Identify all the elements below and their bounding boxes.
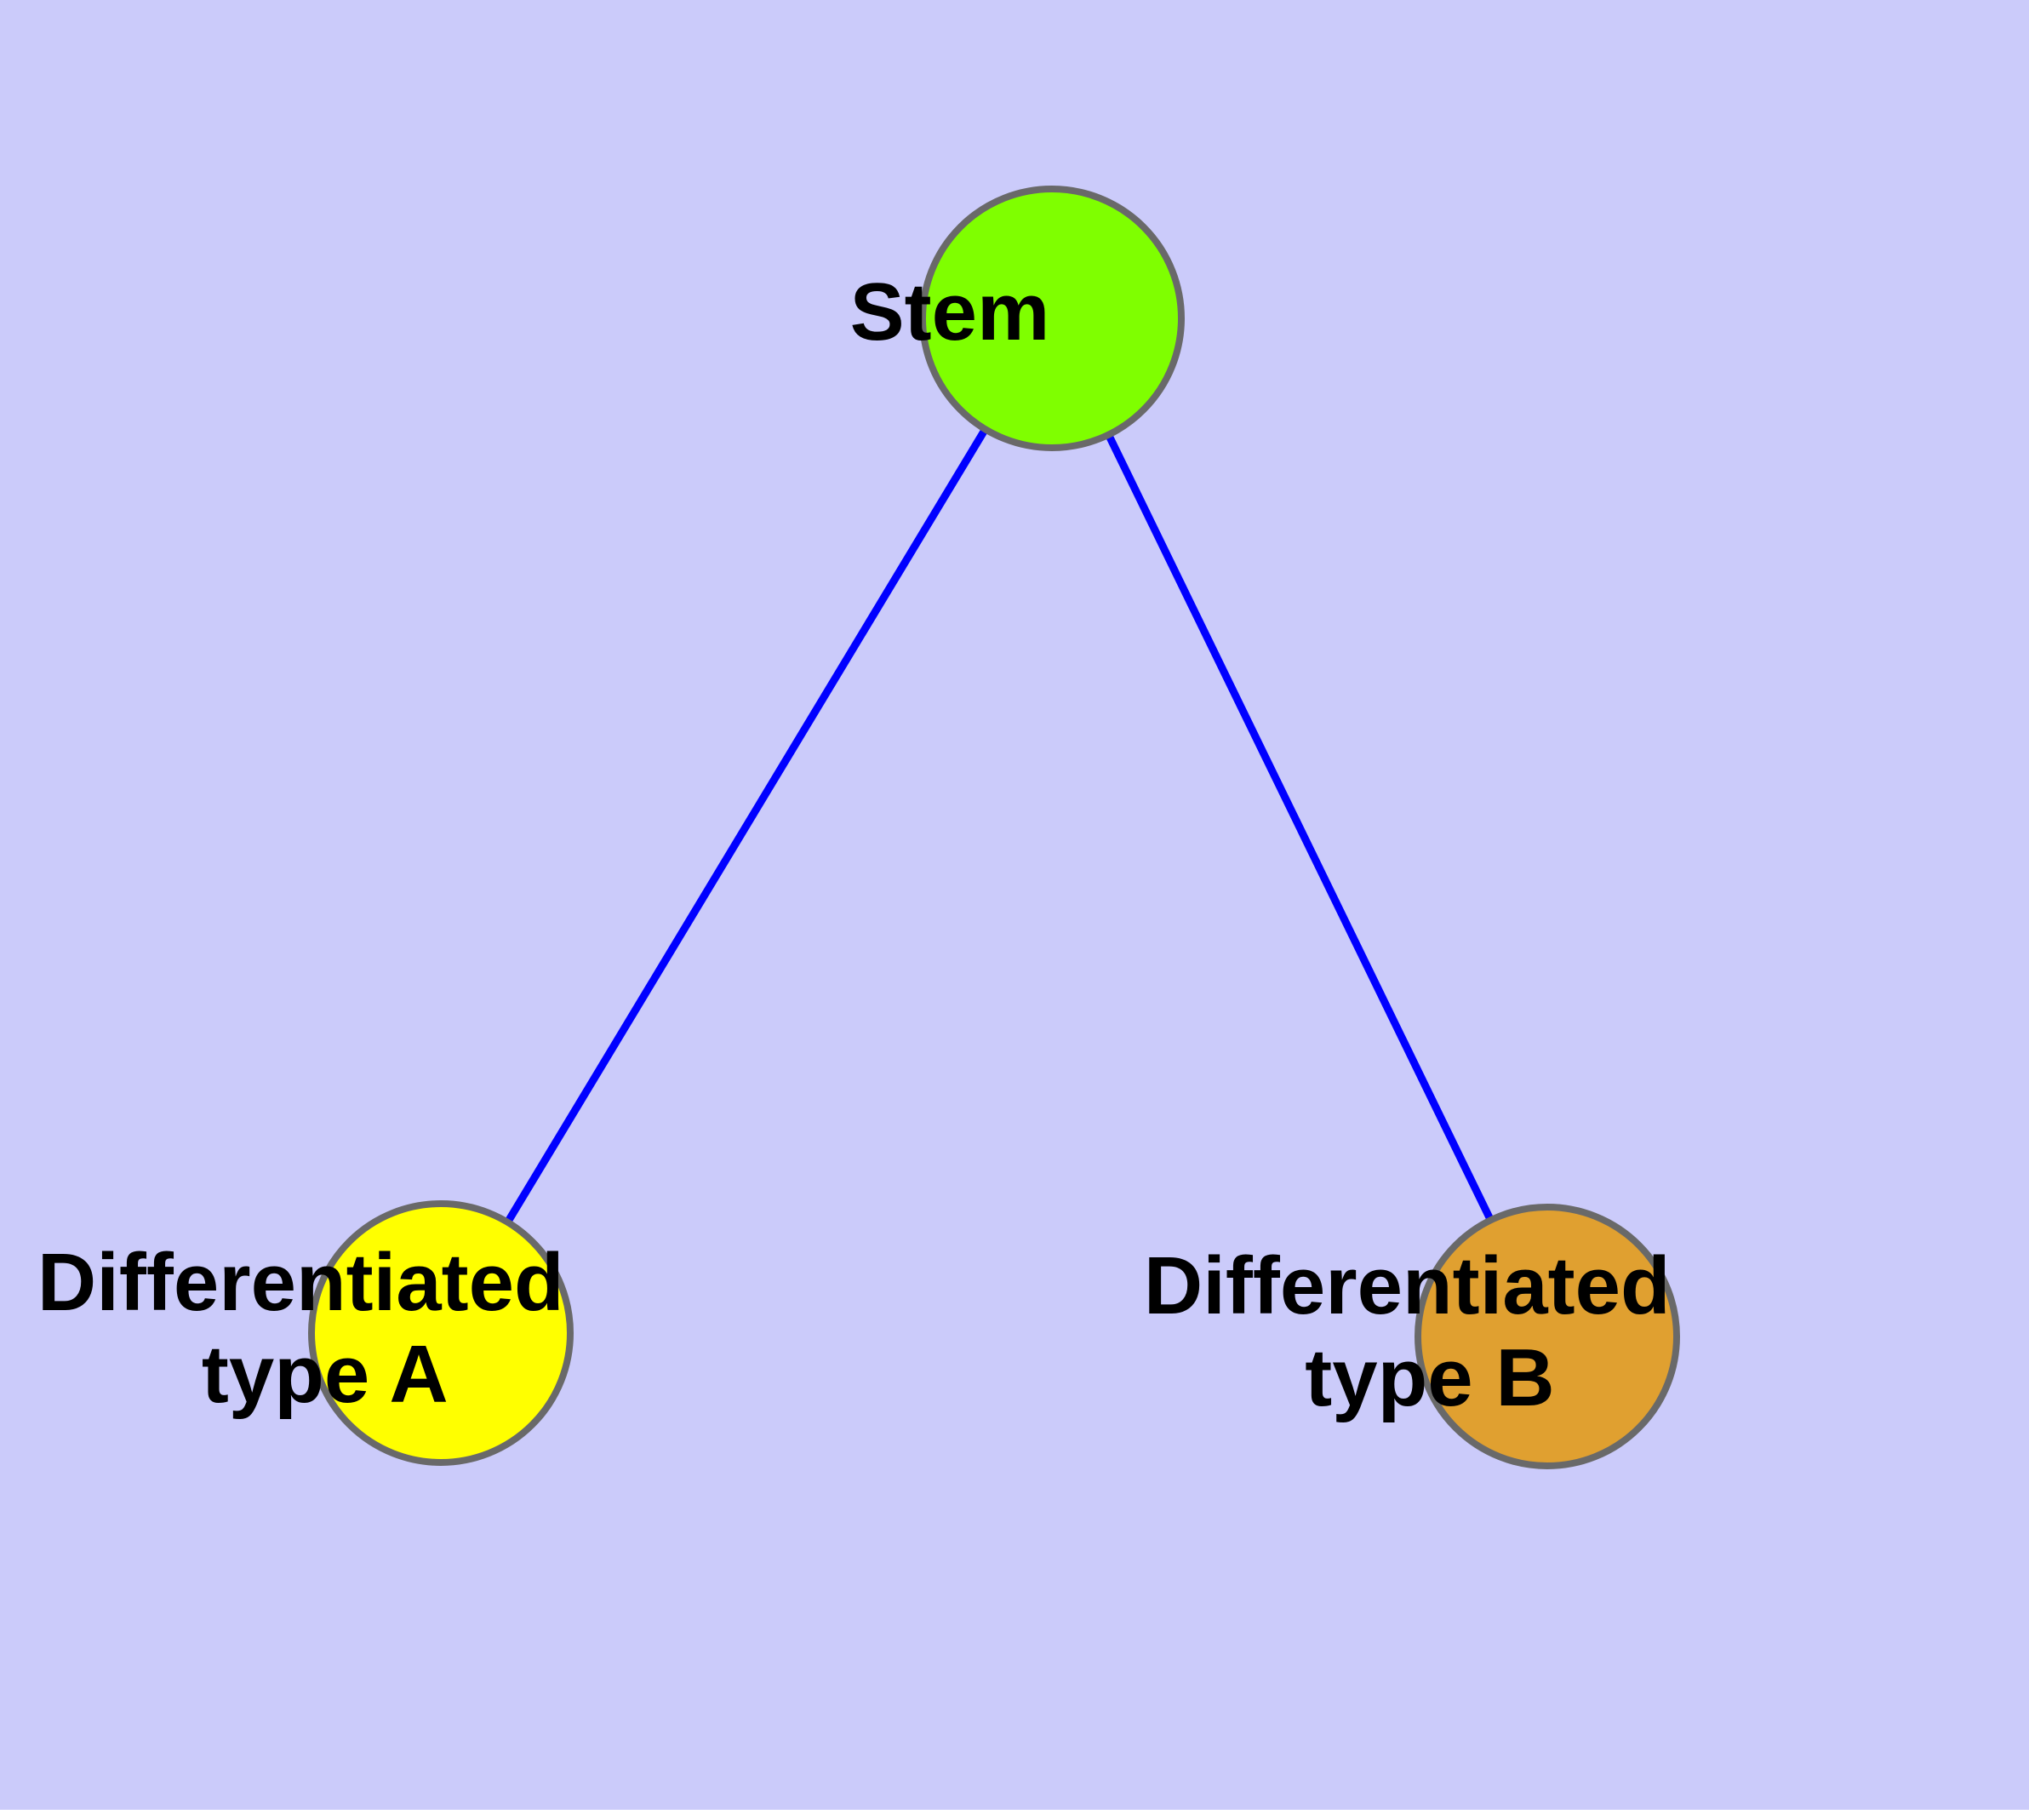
node-differentiated-type-b-label-line-1: type B bbox=[1305, 1332, 1554, 1423]
node-differentiated-type-a-label-line-0: Differentiated bbox=[37, 1237, 564, 1328]
edge-layer bbox=[437, 316, 1552, 1338]
node-differentiated-type-b[interactable]: Differentiated type B bbox=[1144, 1204, 1920, 1469]
node-layer: Stem Differentiated type A Differentiate… bbox=[37, 186, 1920, 1469]
node-differentiated-type-b-label: Differentiated type B bbox=[1144, 1240, 1920, 1423]
edge-stem-to-differentiated-type-a[interactable] bbox=[437, 316, 1055, 1336]
node-differentiated-type-b-circle[interactable] bbox=[1415, 1204, 1680, 1469]
edge-stem-to-differentiated-type-b[interactable] bbox=[1048, 317, 1552, 1338]
node-stem[interactable]: Stem bbox=[850, 186, 1255, 451]
node-stem-circle[interactable] bbox=[919, 186, 1185, 451]
node-differentiated-type-b-label-line-0: Differentiated bbox=[1144, 1240, 1671, 1331]
node-stem-label-line-0: Stem bbox=[850, 266, 1050, 358]
node-stem-label: Stem bbox=[850, 266, 1255, 358]
node-differentiated-type-a-label-line-1: type A bbox=[202, 1329, 447, 1420]
node-differentiated-type-a-label: Differentiated type A bbox=[37, 1237, 814, 1420]
node-differentiated-type-a[interactable]: Differentiated type A bbox=[37, 1200, 814, 1466]
node-differentiated-type-a-circle[interactable] bbox=[308, 1200, 574, 1466]
